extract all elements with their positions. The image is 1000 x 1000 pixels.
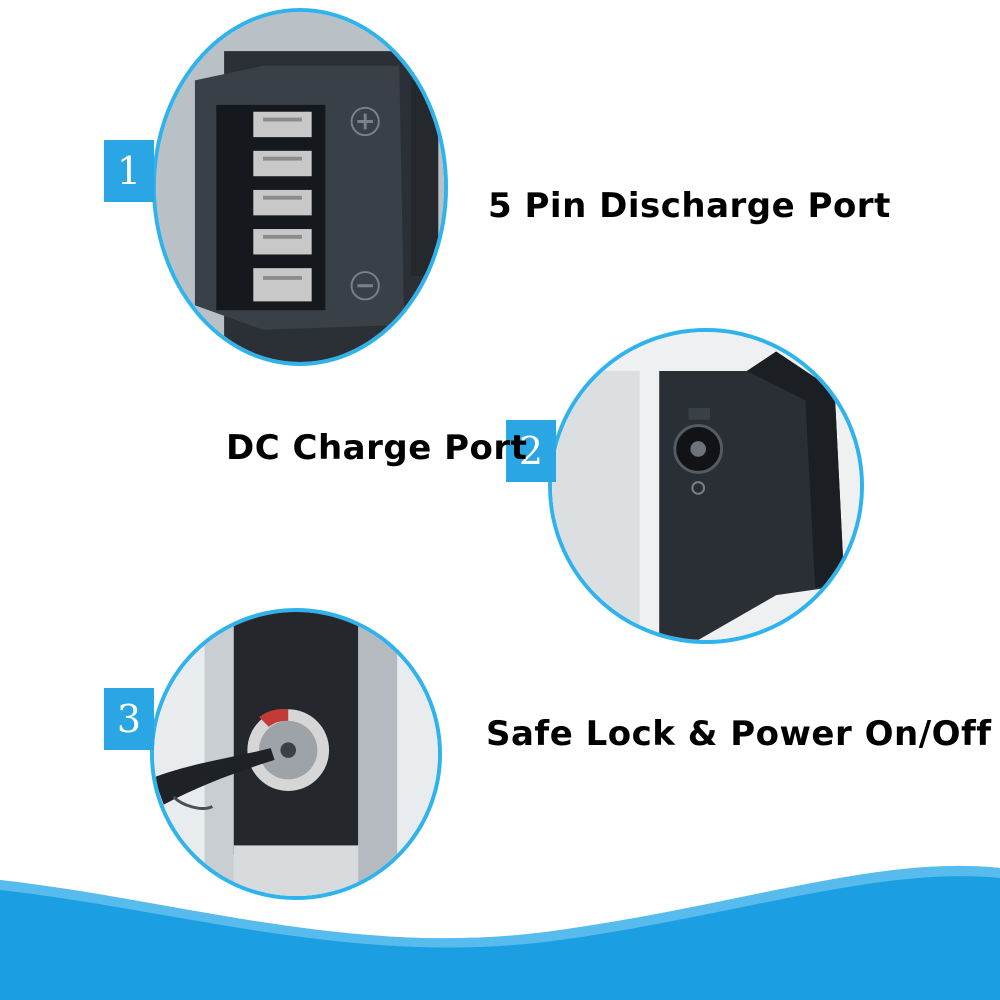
callout-label: DC Charge Port [226, 428, 528, 468]
discharge-port-photo [152, 8, 448, 366]
dc-charge-port-photo [548, 328, 864, 644]
key-lock-icon [154, 612, 438, 896]
callout-label: Safe Lock & Power On/Off [486, 714, 992, 754]
callout-number-badge: 1 [104, 140, 154, 202]
safe-lock-photo [150, 608, 442, 900]
five-pin-connector-icon [156, 12, 444, 362]
dc-charge-socket-icon [552, 332, 860, 640]
callout-label: 5 Pin Discharge Port [488, 186, 891, 226]
callout-number-badge: 2 [506, 420, 556, 482]
callout-number-badge: 3 [104, 688, 154, 750]
